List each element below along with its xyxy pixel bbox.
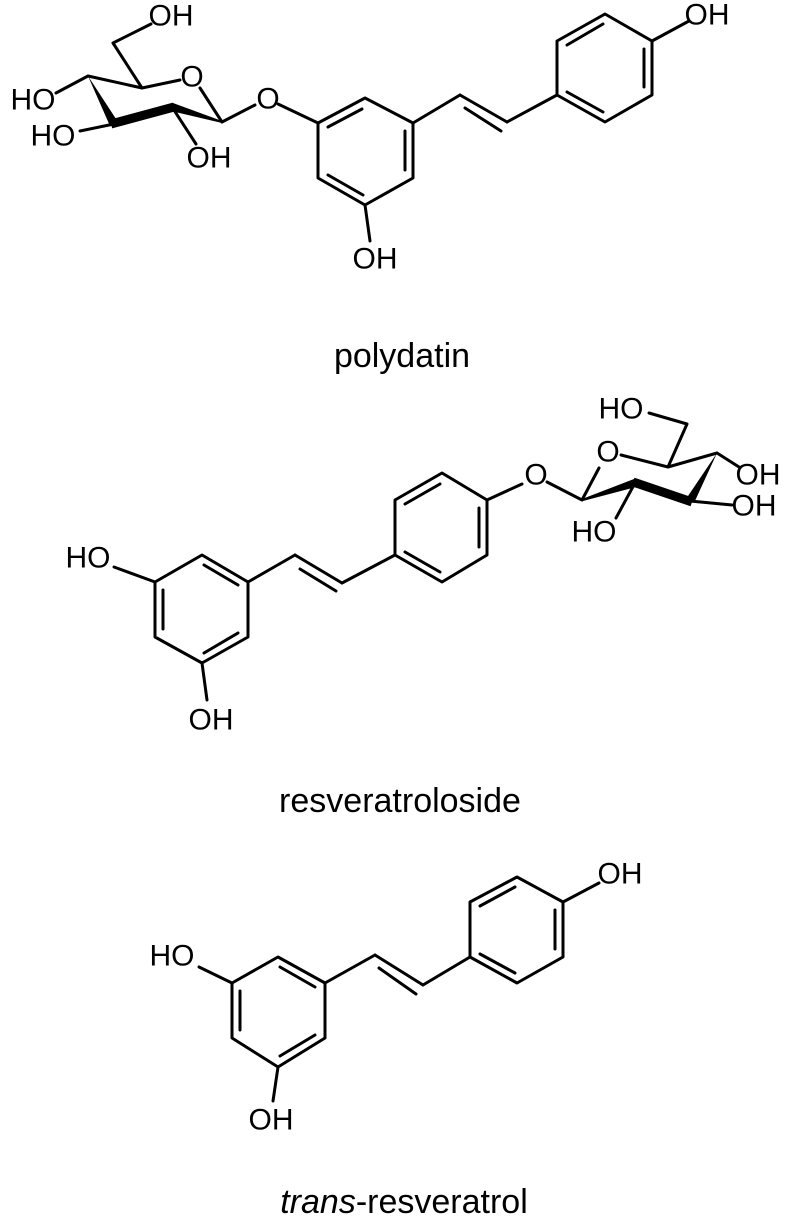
polydatin-c2-hydroxyl-label: OH <box>187 142 232 175</box>
trans-resveratrol-ring-b-hydroxyl-label: OH <box>598 858 643 891</box>
polydatin-bold-bond-c3-c2 <box>109 102 176 129</box>
polydatin-c6-hydroxyl-label: OH <box>149 0 194 33</box>
polydatin-ring-oxygen-label: O <box>180 61 203 94</box>
trans-resveratrol-bonds <box>197 875 601 1103</box>
trans-resveratrol-structure: HO OH OH trans-resveratrol <box>150 858 643 1222</box>
resveratroloside-c6-hydroxyl-label: HO <box>599 393 644 426</box>
resveratroloside-c2-hydroxyl-label: HO <box>572 516 617 549</box>
polydatin-c3-hydroxyl-label: HO <box>31 120 76 153</box>
polydatin-structure: OH HO HO OH O O OH OH polydatin <box>11 0 730 375</box>
polydatin-taper-bond-c2-c1 <box>171 103 222 123</box>
resveratroloside-wedge-bond-c4-c3 <box>686 453 717 503</box>
trans-resveratrol-name-regular-part: -resveratrol <box>356 1183 528 1221</box>
resveratroloside-ring-a-bottom-hydroxyl-label: OH <box>189 704 234 737</box>
polydatin-glycosidic-oxygen-label: O <box>256 83 279 116</box>
resveratroloside-bonds <box>112 411 741 702</box>
resveratroloside-taper-bond-c2-c1 <box>582 479 636 501</box>
resveratroloside-bold-bond-c3-c2 <box>631 477 694 507</box>
polydatin-wedge-bond-c4-c3 <box>88 76 118 126</box>
polydatin-c4-hydroxyl-label: HO <box>11 84 56 117</box>
polydatin-ring-b-hydroxyl-label: OH <box>685 0 730 32</box>
trans-resveratrol-name-italic-part: trans <box>280 1183 356 1221</box>
resveratroloside-c4-hydroxyl-label: OH <box>736 459 781 492</box>
resveratroloside-structure: HO OH O O HO OH OH HO resveratroloside <box>66 393 781 821</box>
polydatin-bonds <box>54 12 691 243</box>
polydatin-ring-a-hydroxyl-label: OH <box>353 243 398 276</box>
trans-resveratrol-ring-a-hydroxyl-label: HO <box>150 940 195 973</box>
resveratroloside-name-label: resveratroloside <box>279 782 521 820</box>
resveratroloside-c3-hydroxyl-label: OH <box>732 490 777 523</box>
resveratroloside-glycosidic-oxygen-label: O <box>524 459 547 492</box>
resveratroloside-ring-a-hydroxyl-label: HO <box>66 542 111 575</box>
polydatin-name-label: polydatin <box>334 337 470 375</box>
resveratroloside-ring-oxygen-label: O <box>596 436 619 469</box>
trans-resveratrol-ring-a-bottom-hydroxyl-label: OH <box>249 1104 294 1137</box>
trans-resveratrol-name-label: trans-resveratrol <box>280 1183 528 1221</box>
